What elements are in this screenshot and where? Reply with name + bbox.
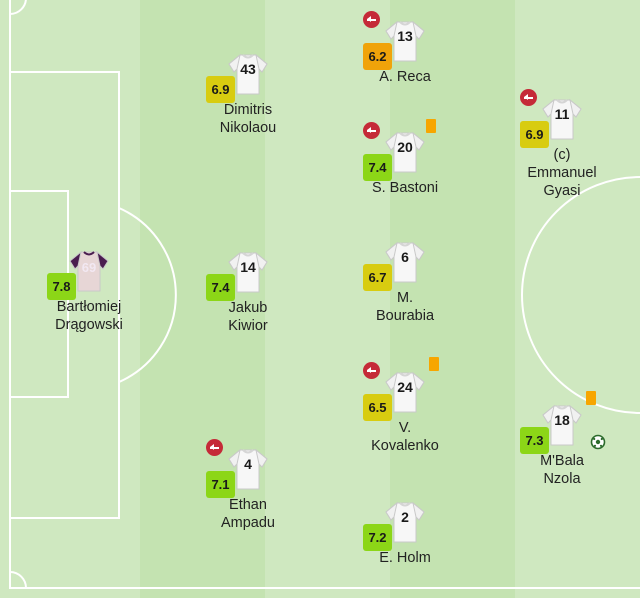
player-name[interactable]: E. Holm: [379, 550, 431, 566]
rating-badge: 6.9: [206, 76, 235, 103]
pitch-stripe: [140, 0, 265, 598]
shirt-icon: 2: [383, 500, 427, 544]
center-circle: [521, 176, 640, 414]
yellow-card-icon: [426, 119, 436, 133]
substitution-out-icon: [363, 122, 380, 139]
player-name[interactable]: (c) Emmanuel Gyasi: [527, 147, 597, 199]
rating-badge: 7.2: [363, 524, 392, 551]
player-name[interactable]: M. Bourabia: [375, 290, 435, 324]
shirt-icon: 20: [383, 130, 427, 174]
shirt-number: 43: [240, 61, 256, 77]
rating-badge: 6.2: [363, 43, 392, 70]
corner-arc-top: [9, 0, 27, 15]
shirt-icon: 6: [383, 240, 427, 284]
shirt-number: 14: [240, 259, 256, 275]
shirt-number: 13: [397, 28, 413, 44]
yellow-card-icon: [429, 357, 439, 371]
yellow-card-icon: [586, 391, 596, 405]
player-name[interactable]: A. Reca: [379, 69, 431, 85]
rating-badge: 7.8: [47, 273, 76, 300]
shirt-number: 20: [397, 139, 413, 155]
player-name[interactable]: S. Bastoni: [371, 180, 439, 196]
player-name[interactable]: Dimitris Nikolaou: [219, 102, 277, 136]
player-name[interactable]: M'Bala Nzola: [540, 453, 584, 487]
player-name[interactable]: Jakub Kiwior: [228, 300, 268, 334]
rating-badge: 7.1: [206, 471, 235, 498]
goalkeeper-shirt-icon: 69: [67, 249, 111, 293]
rating-badge: 6.5: [363, 394, 392, 421]
shirt-number: 4: [244, 456, 252, 472]
shirt-number: 6: [401, 249, 409, 265]
player-name[interactable]: Bartłomiej Drągowski: [55, 299, 123, 333]
rating-badge: 6.7: [363, 264, 392, 291]
shirt-number: 11: [554, 106, 570, 122]
penalty-arc: [118, 207, 177, 383]
rating-badge: 7.4: [206, 274, 235, 301]
shirt-icon: 18: [540, 403, 584, 447]
rating-badge: 7.3: [520, 427, 549, 454]
rating-badge: 6.9: [520, 121, 549, 148]
shirt-icon: 24: [383, 370, 427, 414]
substitution-out-icon: [520, 89, 537, 106]
shirt-icon: 4: [226, 447, 270, 491]
rating-badge: 7.4: [363, 154, 392, 181]
touchline: [9, 0, 640, 589]
shirt-number: 2: [401, 509, 409, 525]
substitution-out-icon: [363, 362, 380, 379]
substitution-out-icon: [363, 11, 380, 28]
shirt-icon: 11: [540, 97, 584, 141]
pitch-stripe: [390, 0, 515, 598]
shirt-number: 24: [397, 379, 413, 395]
player-name[interactable]: Ethan Ampadu: [220, 497, 275, 531]
corner-arc-bottom: [9, 571, 27, 589]
substitution-out-icon: [206, 439, 223, 456]
goal-ball-icon: [590, 434, 606, 450]
shirt-number: 69: [81, 260, 97, 275]
shirt-icon: 14: [226, 250, 270, 294]
shirt-icon: 43: [226, 52, 270, 96]
player-name[interactable]: V. Kovalenko: [371, 420, 439, 454]
shirt-number: 18: [554, 412, 570, 428]
shirt-icon: 13: [383, 19, 427, 63]
